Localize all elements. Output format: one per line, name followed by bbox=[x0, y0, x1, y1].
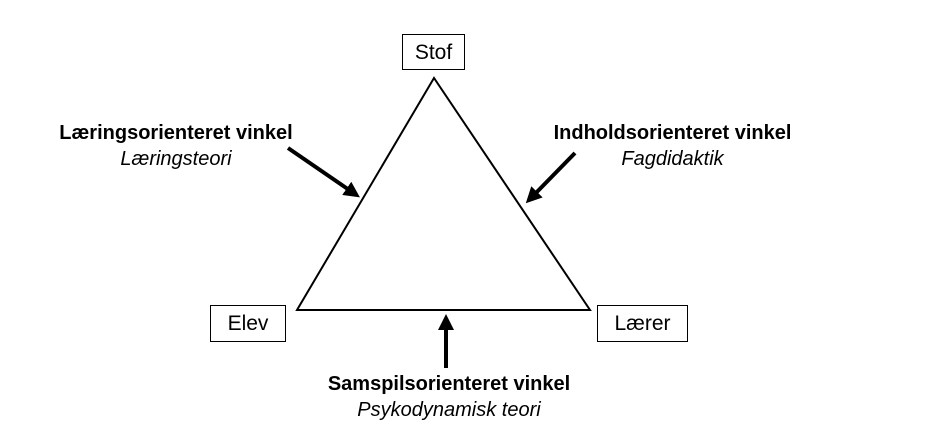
angle-learning: Læringsorienteret vinkel Læringsteori bbox=[40, 120, 312, 172]
angle-interaction-theory: Psykodynamisk teori bbox=[357, 399, 541, 421]
node-stof-label: Stof bbox=[414, 40, 453, 64]
angle-content-heading: Indholdsorienteret vinkel bbox=[553, 122, 792, 144]
angle-learning-heading: Læringsorienteret vinkel bbox=[59, 122, 293, 144]
node-laerer: Lærer bbox=[597, 305, 688, 342]
angle-interaction-heading: Samspilsorienteret vinkel bbox=[327, 373, 571, 395]
arrow-right bbox=[525, 151, 577, 204]
node-stof: Stof bbox=[402, 34, 465, 70]
angle-content: Indholdsorienteret vinkel Fagdidaktik bbox=[530, 120, 815, 172]
angle-interaction: Samspilsorienteret vinkel Psykodynamisk … bbox=[305, 371, 593, 423]
node-laerer-label: Lærer bbox=[614, 312, 671, 335]
arrow-left bbox=[286, 146, 360, 198]
node-elev-label: Elev bbox=[227, 312, 269, 335]
angle-content-theory: Fagdidaktik bbox=[621, 148, 724, 170]
triangle bbox=[295, 76, 592, 311]
node-elev: Elev bbox=[210, 305, 286, 342]
angle-learning-theory: Læringsteori bbox=[120, 148, 232, 170]
